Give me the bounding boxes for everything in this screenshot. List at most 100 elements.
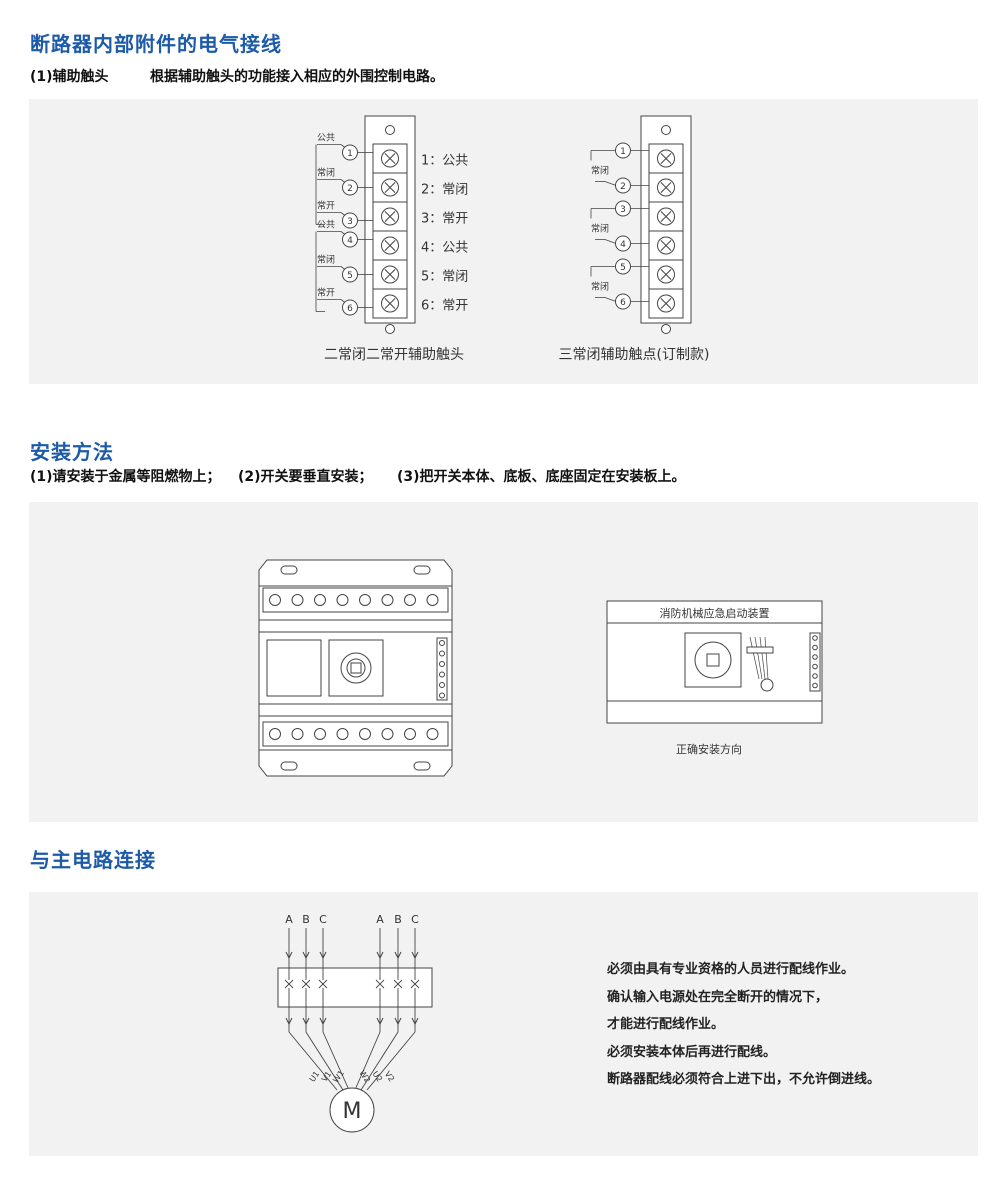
terminal-screw [269, 594, 281, 606]
terminal-cross [384, 153, 396, 164]
wiring-note: 才能进行配线作业。 [607, 1017, 725, 1032]
contact-lead [340, 299, 346, 303]
contact-pair-label: 常闭 [591, 223, 609, 235]
terminal-screw [381, 594, 394, 606]
contact-legend-item: 3：常开 [421, 212, 468, 227]
contact-lead [340, 231, 346, 235]
phase-label: B [394, 913, 402, 926]
terminal-screw [336, 594, 349, 606]
contact-number: 2 [620, 182, 626, 192]
terminal-cross [660, 298, 672, 309]
contact-lead [604, 239, 617, 244]
contact-lead [340, 266, 346, 270]
contact-number: 3 [347, 217, 353, 227]
terminal-cross [384, 269, 396, 280]
motor-lead [366, 1031, 416, 1091]
contact-cross [301, 979, 311, 989]
motor-lead [360, 1031, 399, 1091]
terminal-screw [314, 728, 326, 740]
output-arrow [285, 1017, 293, 1026]
handle-square [350, 662, 362, 674]
aux-terminal-point [812, 663, 818, 670]
input-arrow [376, 951, 384, 960]
terminal-screw [291, 594, 304, 606]
phase-label: B [302, 913, 310, 926]
output-arrow [302, 1017, 310, 1026]
contact-lead [340, 144, 346, 148]
aux-contact-desc: 根据辅助触头的功能接入相应的外围控制电路。 [150, 69, 444, 85]
aux-terminal-point [439, 682, 445, 688]
terminal-cross [660, 211, 672, 222]
terminal-cross [384, 211, 396, 222]
right-diagram-caption: 三常闭辅助触点(订制款) [559, 347, 710, 363]
contact-number: 4 [347, 236, 353, 246]
output-arrow [376, 1017, 384, 1026]
phase-label: A [376, 913, 384, 926]
aux-terminal-point [812, 644, 818, 651]
aux-terminal-point [812, 654, 818, 660]
wiring-note: 必须由具有专业资格的人员进行配线作业。 [607, 962, 855, 977]
contact-number: 6 [347, 304, 353, 314]
terminal-screw [359, 728, 371, 740]
aux-terminal-point [439, 640, 445, 646]
mini-wire [764, 636, 769, 680]
mount-hole [385, 125, 395, 135]
motor-lead [288, 1031, 338, 1091]
mini-wire [754, 636, 763, 680]
output-arrow [319, 1017, 327, 1026]
mini-wire [759, 636, 766, 680]
terminal-row [262, 721, 449, 747]
contact-side-label: 常闭 [317, 254, 335, 266]
aux-terminal-strip [436, 637, 448, 701]
terminal-screw [426, 594, 439, 606]
mount-slot [413, 761, 431, 771]
mount-slot [280, 761, 298, 771]
aux-terminal-point [812, 635, 818, 641]
contact-legend-item: 2：常闭 [421, 183, 468, 198]
aux-terminal-point [439, 692, 445, 699]
terminal-screw [426, 728, 439, 740]
contact-side-label: 公共 [317, 220, 335, 231]
contact-lead [604, 297, 617, 302]
terminal-cross [660, 240, 672, 251]
input-arrow [302, 951, 310, 960]
install-panel: 消防机械应急启动装置正确安装方向 [29, 502, 978, 822]
section-title-install: 安装方法 [30, 440, 114, 464]
contact-cross [284, 979, 294, 989]
output-label: U1 [308, 1069, 322, 1083]
contact-side-label: 公共 [317, 133, 335, 144]
terminal-cross [384, 298, 396, 309]
contact-number: 2 [347, 184, 353, 194]
install-caption: 正确安装方向 [676, 742, 742, 756]
motor-lead [354, 1031, 381, 1091]
contact-legend-item: 6：常开 [421, 299, 468, 314]
wiring-notes: 必须由具有专业资格的人员进行配线作业。 确认输入电源处在完全断开的情况下， 才能… [607, 956, 880, 1094]
terminal-cross [660, 182, 672, 193]
motor-label: M [343, 1099, 362, 1124]
aux-contact-diagram: 1公共2常闭3常开4公共5常闭6常开1：公共2：常闭3：常开4：公共5：常闭6：… [315, 115, 710, 363]
left-diagram-caption: 二常闭二常开辅助触头 [324, 347, 464, 363]
contact-number: 4 [620, 240, 626, 250]
contact-side-label: 常开 [317, 287, 335, 299]
terminal-cross [660, 269, 672, 280]
input-arrow [285, 951, 293, 960]
terminal-screw [291, 728, 304, 740]
contact-pair-label: 常闭 [591, 165, 609, 177]
wiring-note: 必须安装本体后再进行配线。 [607, 1044, 777, 1060]
contact-legend-item: 5：常闭 [421, 270, 468, 285]
output-arrow [411, 1017, 419, 1026]
aux-terminal-point [439, 650, 445, 657]
terminal-screw [381, 728, 394, 740]
input-arrow [394, 951, 402, 960]
phase-label: C [319, 913, 327, 926]
phase-label: C [411, 913, 419, 926]
contact-pair-label: 常闭 [591, 281, 609, 293]
mount-slot [280, 565, 298, 575]
install-step-3: (3)把开关本体、底板、底座固定在安装板上。 [397, 469, 686, 485]
status-window [266, 639, 322, 697]
section-title-accessories: 断路器内部附件的电气接线 [30, 32, 282, 56]
terminal-cross [384, 240, 396, 251]
contact-lead [340, 212, 346, 216]
